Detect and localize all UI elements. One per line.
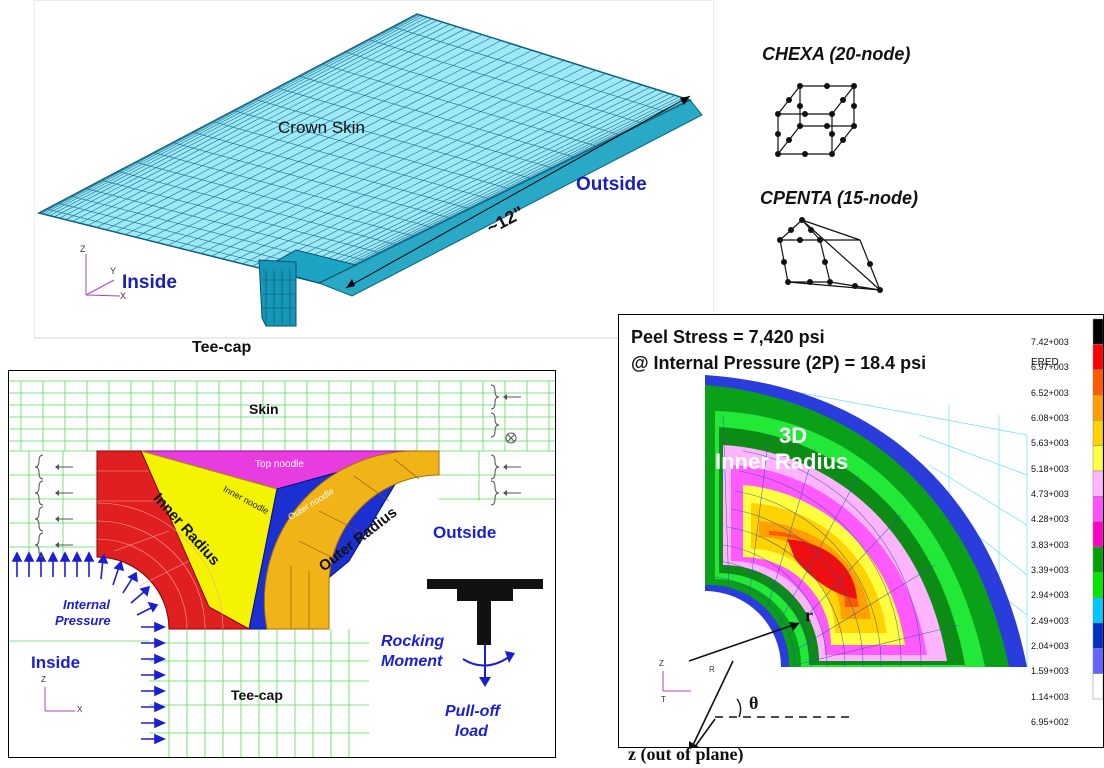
internal-pressure-label-2: Pressure [55, 613, 111, 628]
outside-label: Outside [433, 523, 497, 542]
legend-value: 1.14+003 [1031, 691, 1069, 702]
legend-swatch [1092, 496, 1103, 522]
axis-z-label: Z [80, 244, 86, 254]
theta-label: θ [749, 693, 759, 713]
legend-value: 6.97+003 [1031, 362, 1069, 373]
legend-value: 2.04+003 [1031, 641, 1069, 651]
outside-label: Outside [576, 174, 647, 195]
chexa-element-icon [775, 83, 857, 157]
contour-label-1: 3D [779, 423, 808, 448]
legend-value: 4.28+003 [1031, 514, 1069, 525]
legend-value: 6.08+003 [1031, 413, 1069, 423]
cpenta-label: CPENTA (15-node) [760, 188, 919, 208]
contour-label-2: Inner Radius [715, 449, 849, 474]
axis-z-label: Z [659, 659, 664, 668]
cross-section-panel: Skin Top noodle Inner noodle Outer noodl… [8, 370, 556, 758]
peel-stress-title: Peel Stress = 7,420 psi [631, 327, 825, 347]
legend-swatch [1092, 369, 1103, 396]
legend-swatch [1092, 622, 1103, 649]
legend-swatch [1092, 394, 1103, 421]
stress-contour-plot [619, 318, 1103, 747]
axis-z-label: Z [41, 675, 46, 684]
internal-pressure-label-1: Internal [63, 597, 110, 612]
axis-y-label: Y [110, 266, 117, 276]
inside-label: Inside [31, 653, 81, 672]
legend-value: 7.42+003 [1031, 337, 1069, 347]
legend-value: 2.49+003 [1031, 615, 1069, 626]
legend-swatch [1092, 648, 1103, 674]
legend-swatch [1092, 445, 1103, 472]
legend-swatch [1092, 521, 1103, 548]
legend-value: 6.52+003 [1031, 387, 1069, 398]
cpenta-element-icon [777, 217, 883, 293]
axis-x-label: X [77, 705, 83, 714]
legend-value: 3.83+003 [1031, 539, 1069, 550]
inside-label: Inside [122, 272, 177, 293]
legend-swatch [1092, 572, 1103, 598]
tee-cap-label: Tee-cap [192, 339, 252, 356]
crown-skin-label: Crown Skin [278, 118, 365, 137]
legend-value: 1.59+003 [1031, 666, 1069, 677]
pulloff-load-label-1: Pull-off [445, 703, 500, 720]
legend-swatch [1092, 318, 1103, 345]
z-out-of-plane-label: z (out of plane) [628, 744, 744, 764]
legend-swatch [1092, 470, 1103, 497]
top-noodle-label: Top noodle [255, 459, 304, 470]
legend-value: 5.63+003 [1031, 438, 1069, 449]
axis-t-label: T [661, 695, 666, 704]
cross-section-diagram [9, 380, 555, 757]
legend-value: 5.18+003 [1031, 463, 1069, 474]
legend-swatch [1092, 673, 1103, 700]
rocking-moment-label-2: Moment [381, 653, 443, 670]
axis-x-label: X [120, 291, 127, 301]
legend-swatch [1092, 546, 1103, 573]
internal-pressure-title: @ Internal Pressure (2P) = 18.4 psi [631, 353, 927, 373]
legend-swatch [1092, 420, 1103, 446]
pulloff-load-label-2: load [455, 723, 488, 740]
crown-skin-mesh [33, 0, 715, 340]
legend-value: 3.39+003 [1031, 565, 1069, 575]
legend-value: 4.73+003 [1031, 489, 1069, 499]
stress-panel: Peel Stress = 7,420 psi @ Internal Press… [618, 314, 1104, 748]
legend-value: 2.94+003 [1031, 590, 1069, 601]
legend-swatch [1092, 597, 1103, 624]
tee-cap-label: Tee-cap [231, 687, 283, 703]
axis-r-label: R [709, 665, 715, 674]
legend-swatch [1092, 344, 1103, 370]
skin-label: Skin [249, 401, 279, 417]
legend-value: 6.95+002 [1031, 717, 1069, 727]
r-label: r [805, 605, 813, 625]
top-mesh-panel: Crown Skin Outside Inside ~12" Z Y X [33, 0, 715, 340]
legend-header: ERED [1031, 357, 1059, 368]
rocking-moment-label-1: Rocking [381, 633, 445, 650]
chexa-label: CHEXA (20-node) [762, 44, 911, 64]
